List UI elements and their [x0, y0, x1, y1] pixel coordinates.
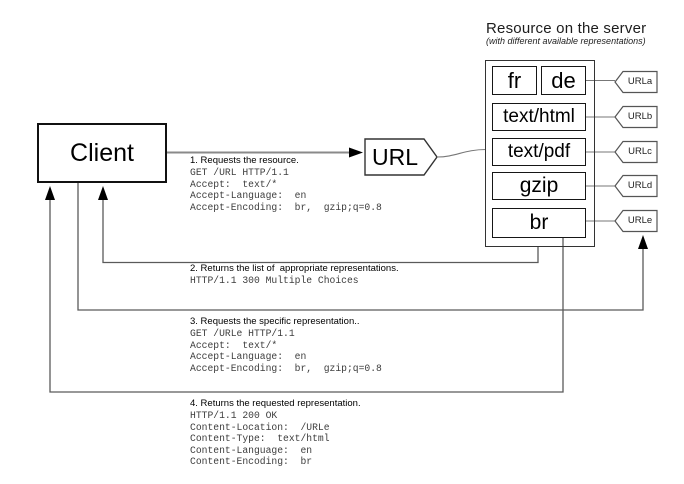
representation-br-label: br [529, 211, 549, 234]
message-3: 3. Requests the specific representation.… [190, 316, 382, 374]
url-tag-a-shape [614, 70, 658, 94]
message-4-line: Content-Language: en [190, 444, 313, 456]
message-4: 4. Returns the requested representation.… [190, 398, 361, 468]
url-tag-b-shape [614, 105, 658, 129]
message-2-line: HTTP/1.1 300 Multiple Choices [190, 275, 359, 286]
representation-text-html-label: text/html [503, 106, 575, 127]
representation-fr: fr [492, 66, 537, 95]
message-3-title: 3. Requests the specific representation.… [190, 316, 360, 327]
client-node: Client [37, 123, 167, 183]
message-1-line: Accept-Encoding: br, gzip;q=0.8 [190, 201, 382, 213]
message-1-title: 1. Requests the resource. [190, 155, 299, 166]
representation-br: br [492, 208, 586, 238]
url-tag-c-label: URLc [628, 146, 652, 157]
url-tag-e-shape [614, 209, 658, 233]
url-tag-shapes [614, 70, 658, 233]
message-3-line: Accept: text/* [190, 339, 278, 351]
response-4-arrow [45, 186, 564, 393]
url-tag-d-label: URLd [627, 180, 653, 191]
message-1-line: GET /URL HTTP/1.1 [190, 167, 289, 178]
representation-gzip-label: gzip [519, 174, 559, 197]
client-label: Client [70, 138, 134, 167]
message-1-line: Accept-Language: en [190, 190, 307, 202]
request-3-arrow [77, 183, 648, 311]
message-2-title: 2. Returns the list of appropriate repre… [190, 263, 399, 274]
url-tag-e-label: URLe [627, 215, 653, 226]
message-3-line: Accept-Language: en [190, 351, 307, 363]
message-3-line: GET /URLe HTTP/1.1 [190, 328, 295, 339]
server-title: Resource on the server [486, 20, 647, 37]
representation-de: de [541, 66, 586, 95]
message-2: 2. Returns the list of appropriate repre… [190, 263, 399, 287]
request-1-arrow [167, 147, 363, 158]
message-3-line: Accept-Encoding: br, gzip;q=0.8 [190, 362, 382, 374]
resource-box [485, 60, 595, 247]
url-to-resource-connector [436, 148, 487, 158]
message-4-line: Content-Location: /URLe [190, 421, 330, 433]
representation-gzip: gzip [492, 172, 586, 200]
url-tag-a-label: URLa [627, 76, 653, 87]
representation-de-label: de [551, 67, 576, 93]
representation-text-html: text/html [492, 103, 586, 131]
representation-connectors [586, 79, 615, 222]
representation-text-pdf-label: text/pdf [507, 141, 571, 162]
message-4-line: Content-Type: text/html [190, 433, 330, 445]
representation-text-pdf: text/pdf [492, 138, 586, 166]
response-2-arrow [98, 186, 539, 264]
url-node-label: URL [371, 143, 418, 170]
message-1-line: Accept: text/* [190, 178, 278, 190]
message-4-title: 4. Returns the requested representation. [190, 398, 361, 409]
message-1: 1. Requests the resource. GET /URL HTTP/… [190, 155, 382, 213]
representation-fr-label: fr [507, 67, 522, 93]
url-node-shape [364, 138, 438, 176]
url-tag-b-label: URLb [627, 111, 653, 122]
url-tag-d-shape [614, 174, 658, 198]
url-tag-c-shape [614, 140, 658, 164]
message-4-line: HTTP/1.1 200 OK [190, 410, 278, 421]
message-4-line: Content-Encoding: br [190, 456, 313, 468]
server-subtitle: (with different available representation… [486, 36, 646, 46]
